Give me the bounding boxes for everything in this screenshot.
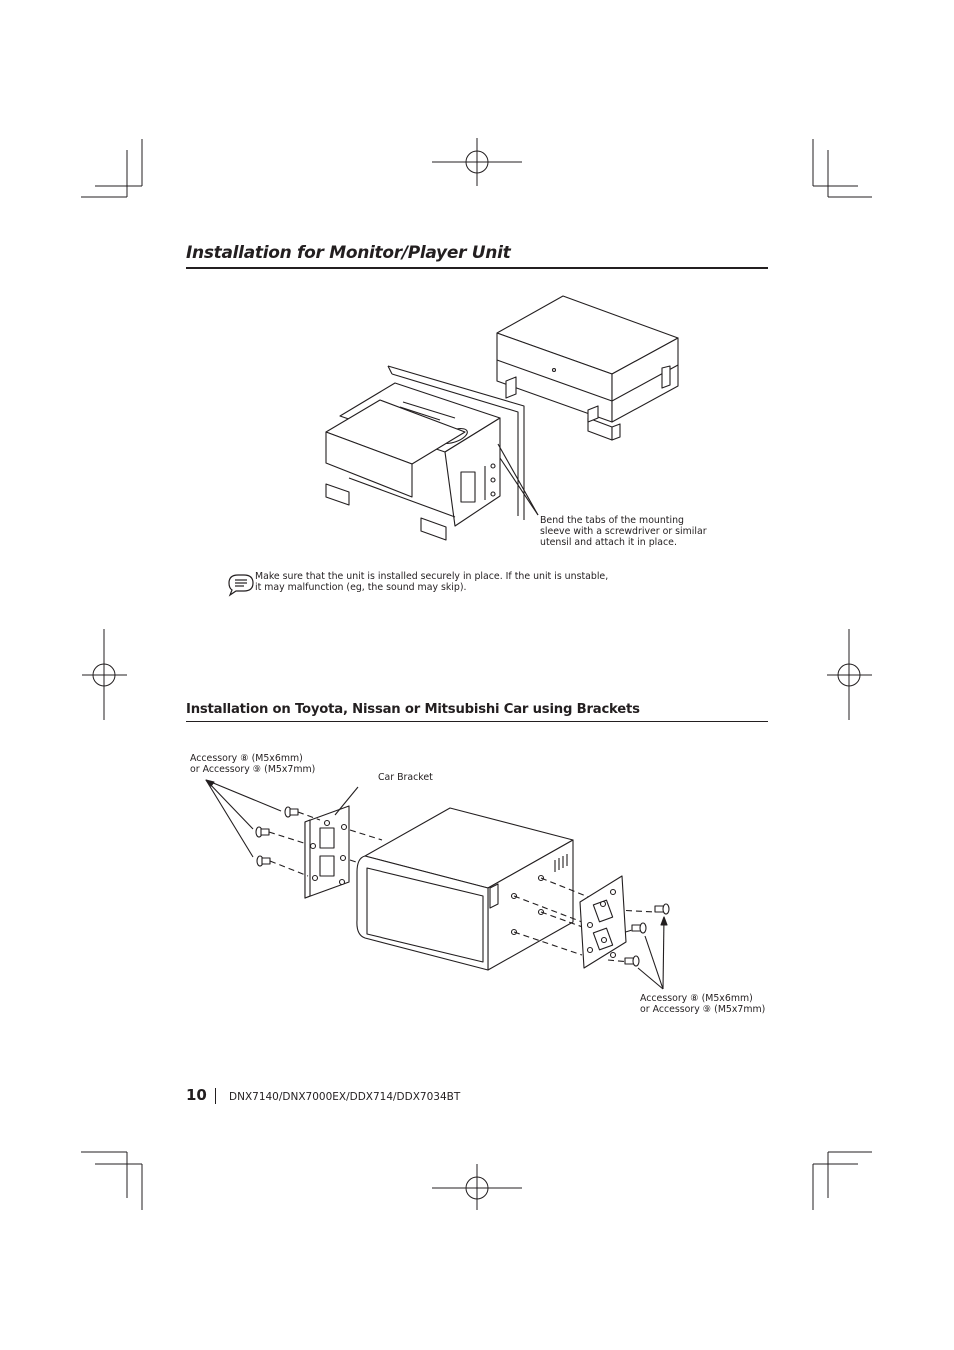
unit-body-illustration [496, 295, 679, 441]
accessory-label-left: Accessory ⑧ (M5x6mm) or Accessory ⑨ (M5x… [190, 753, 316, 775]
screw-icon [624, 903, 670, 967]
model-numbers: DNX7140/DNX7000EX/DDX714/DDX7034BT [229, 1091, 461, 1103]
section-title-monitor-unit: Installation for Monitor/Player Unit [186, 241, 768, 269]
installation-note: Make sure that the unit is installed sec… [255, 571, 609, 593]
sleeve-caption: Bend the tabs of the mounting sleeve wit… [540, 515, 707, 548]
section-title-brackets: Installation on Toyota, Nissan or Mitsub… [186, 701, 768, 722]
screw-leader-lines-left [205, 779, 282, 858]
page-number: 10 [186, 1086, 207, 1104]
inserted-unit-illustration [325, 399, 466, 541]
accessory-label-right: Accessory ⑧ (M5x6mm) or Accessory ⑨ (M5x… [640, 993, 766, 1015]
left-bracket-illustration [304, 805, 350, 899]
right-bracket-illustration [579, 875, 627, 969]
screw-leader-lines-right [637, 916, 668, 990]
footer-divider [215, 1088, 216, 1104]
car-bracket-label: Car Bracket [378, 772, 433, 783]
dashboard-panel-illustration [387, 365, 525, 520]
screw-icon [255, 806, 299, 867]
unit-body-illustration [356, 807, 574, 971]
